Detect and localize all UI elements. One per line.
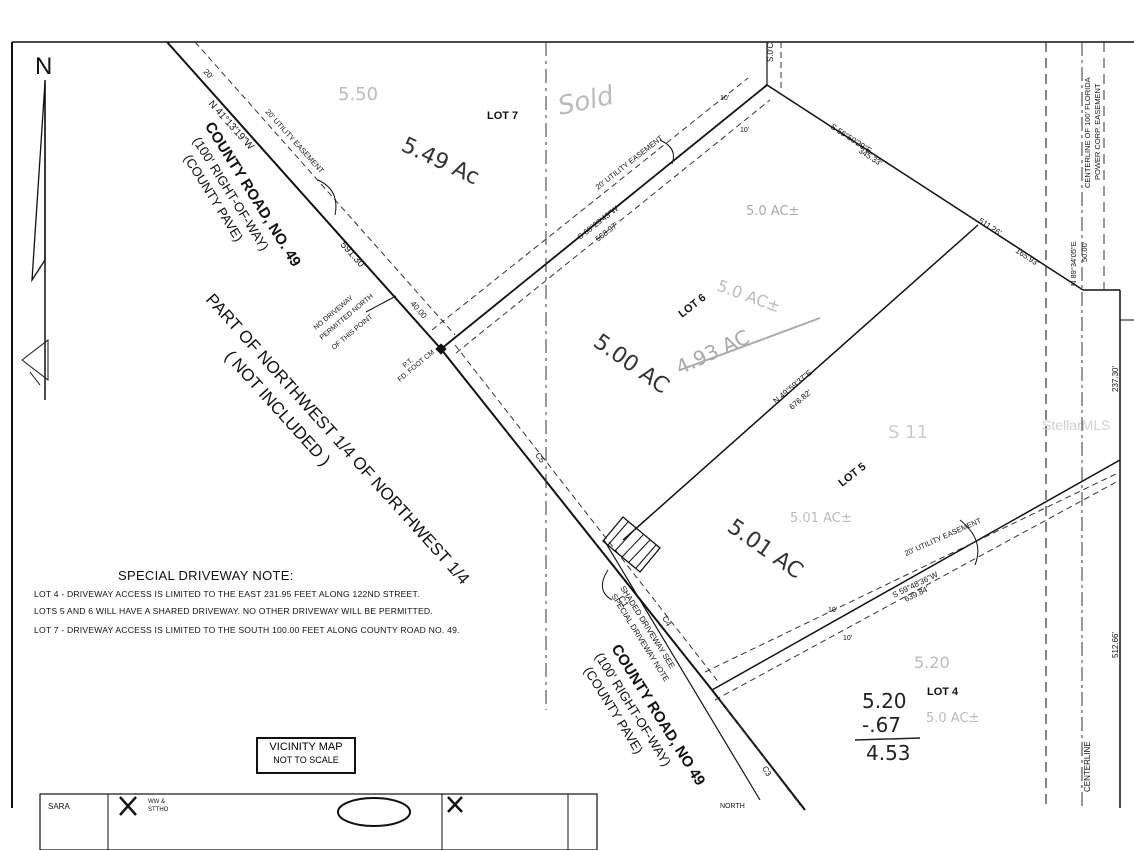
lot6-faint-area: 5.0 AC± <box>715 276 783 316</box>
vicinity-map-box: VICINITY MAP NOT TO SCALE <box>256 737 356 774</box>
no-driveway-leader <box>365 295 397 313</box>
dist-50-label: 50.00' <box>1080 241 1089 262</box>
curve-c1-label: C1 <box>616 594 630 609</box>
dist-237-label: 237.30' <box>1111 366 1120 392</box>
dist-512-label: 512.66' <box>1111 632 1120 658</box>
lot4-faint-520: 5.20 <box>914 653 950 672</box>
special-driveway-note-lot56: LOTS 5 AND 6 WILL HAVE A SHARED DRIVEWAY… <box>34 606 433 616</box>
shared-driveway-hatch-lines <box>607 521 657 569</box>
title-block-sara: SARA <box>48 802 70 811</box>
lot7-handwritten-area: 5.49 Ac <box>397 133 483 191</box>
title-block-strip <box>39 793 598 850</box>
dist-165-label: 165.93' <box>1014 246 1041 268</box>
lower-road-label: COUNTY ROAD, NO 49 (100' RIGHT-OF-WAY) (… <box>581 641 709 788</box>
lot6-strike-line <box>679 317 821 371</box>
stellarmls-watermark: StellarMLS <box>1042 417 1111 433</box>
lot4-label: LOT 4 <box>927 686 959 698</box>
lot7-label: LOT 7 <box>487 110 518 122</box>
curve-c5-label: C5 <box>533 451 547 465</box>
shared-driveway-hatch <box>602 516 661 573</box>
lot4-calc-rule <box>854 737 921 741</box>
centerline-label: CENTERLINE <box>1083 741 1092 792</box>
lot4-faint-area: 5.0 AC± <box>926 711 979 726</box>
lot4-easement-a <box>704 471 1121 673</box>
lot7-sold-note: Sold <box>555 81 617 122</box>
ten-ft-lot6-a: 10' <box>720 95 729 102</box>
twenty-ft-label: 20' <box>202 67 216 81</box>
lot6-label: LOT 6 <box>676 292 708 321</box>
lot6-faint-top: 5.0 AC± <box>746 204 799 219</box>
title-block-sttho: STTHO <box>148 807 169 813</box>
lot6-northeast-line <box>766 84 1084 291</box>
special-driveway-note-title: SPECIAL DRIVEWAY NOTE: <box>118 568 294 583</box>
lot5-label: LOT 5 <box>836 461 868 490</box>
lot6-struck-area: 4.93 AC <box>672 325 753 380</box>
county-road-easement-dashed <box>194 41 456 336</box>
vicinity-map-subtitle: NOT TO SCALE <box>273 755 339 765</box>
lot4-calc-line2: -.67 <box>862 713 901 737</box>
county-road-west-line-lower <box>440 348 713 691</box>
lot7-faint-area: 5.50 <box>338 84 378 105</box>
north-arrow-label: N <box>35 53 52 80</box>
lot4-north-line <box>711 459 1121 691</box>
easement-leader-arc-3 <box>959 519 979 566</box>
road-offset-west <box>603 539 761 801</box>
shaded-leader-arc <box>601 569 613 601</box>
soc-label: S.0'C <box>766 42 775 62</box>
no-driveway-line3: OF THIS POINT <box>331 313 375 351</box>
lot6-north-line <box>440 84 768 350</box>
easement-leader-arc <box>317 179 337 216</box>
county-road-dashed-lower <box>454 344 721 685</box>
svg-text:PART OF NORTHWEST 1/4 OF NORTH: PART OF NORTHWEST 1/4 OF NORTHWEST 1/4 <box>202 290 473 588</box>
ten-ft-lot4-b: 10' <box>843 635 852 642</box>
lot4-calc-line1: 5.20 <box>862 689 907 713</box>
title-block-ww: WW & <box>148 799 165 805</box>
road-dashed-far <box>719 699 801 806</box>
ten-ft-lot6-b: 10' <box>740 127 749 134</box>
north-small-label: NORTH <box>720 803 745 810</box>
dist-511-label: 511.26' <box>977 216 1004 238</box>
bearing-n89-label: N 89°34'05"E <box>1069 241 1078 286</box>
utility-easement-lot6: 20' UTILITY EASEMENT <box>594 133 665 191</box>
centerline-easement-2: POWER CORP. EASEMENT <box>1093 83 1102 180</box>
north-arrow-icon <box>21 80 49 400</box>
lot5-lot6-line <box>622 224 979 541</box>
utility-easement-upper: 20' UTILITY EASEMENT <box>264 107 326 175</box>
lot4-easement-b <box>714 479 1121 701</box>
county-road-west-line <box>166 41 442 350</box>
lot6-handwritten-area: 5.00 AC <box>589 329 674 399</box>
lot7-easement <box>431 77 749 331</box>
ten-ft-lot4-a: 10' <box>828 607 837 614</box>
special-driveway-note-lot7: LOT 7 - DRIVEWAY ACCESS IS LIMITED TO TH… <box>34 625 460 635</box>
vicinity-map-title: VICINITY MAP <box>269 741 343 753</box>
upper-road-label: COUNTY ROAD, NO. 49 (100' RIGHT-OF-WAY) … <box>181 119 304 270</box>
lot6-north-easement <box>455 99 771 354</box>
centerline-easement-1: CENTERLINE OF 100' FLORIDA <box>1083 77 1092 188</box>
dist-591-label: 591.30' <box>338 240 368 272</box>
utility-easement-lot4: 20' UTILITY EASEMENT <box>903 516 983 558</box>
lot4-calc-line3: 4.53 <box>866 741 911 765</box>
special-driveway-note-lot4: LOT 4 - DRIVEWAY ACCESS IS LIMITED TO TH… <box>34 589 420 599</box>
lot5-faint-area: 5.01 AC± <box>790 511 852 526</box>
easement-leader-arc-2 <box>659 139 674 165</box>
lot5-faint-s: S 11 <box>888 422 928 443</box>
